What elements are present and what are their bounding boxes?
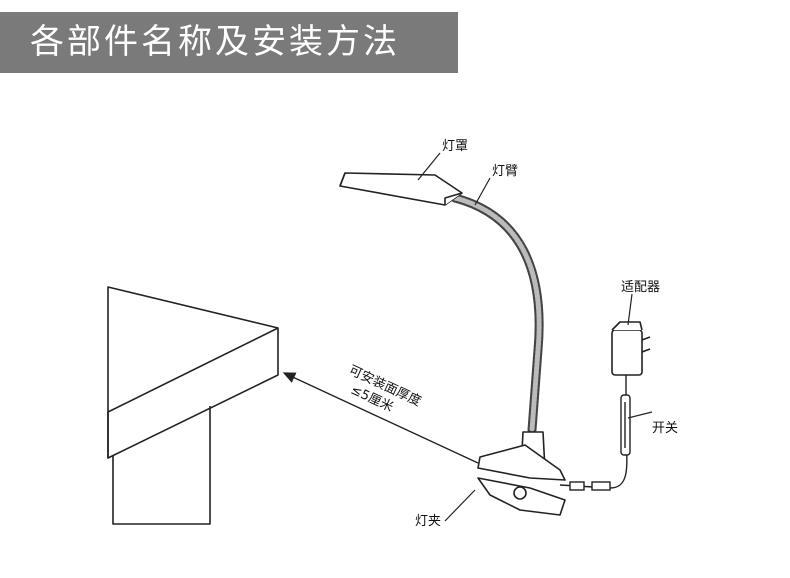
power-adapter <box>611 321 651 376</box>
lamp-shade <box>339 172 463 206</box>
thickness-arrow <box>282 372 479 464</box>
label-clip: 灯夹 <box>415 514 441 529</box>
label-shade: 灯罩 <box>442 139 468 154</box>
lamp-clip <box>477 431 566 516</box>
title-bar: 各部件名称及安装方法 <box>0 12 458 73</box>
leader-lines <box>417 152 653 522</box>
label-switch: 开关 <box>652 421 678 436</box>
cable-switch <box>620 394 631 456</box>
power-cable <box>559 370 628 491</box>
label-arm: 灯臂 <box>492 164 518 179</box>
gooseneck-arm <box>450 193 544 435</box>
page-title: 各部件名称及安装方法 <box>30 22 400 62</box>
label-adapter: 适配器 <box>621 280 660 295</box>
thickness-label: 可安装面厚度 ≤5厘米 <box>346 362 423 415</box>
table-drawing <box>107 286 279 525</box>
